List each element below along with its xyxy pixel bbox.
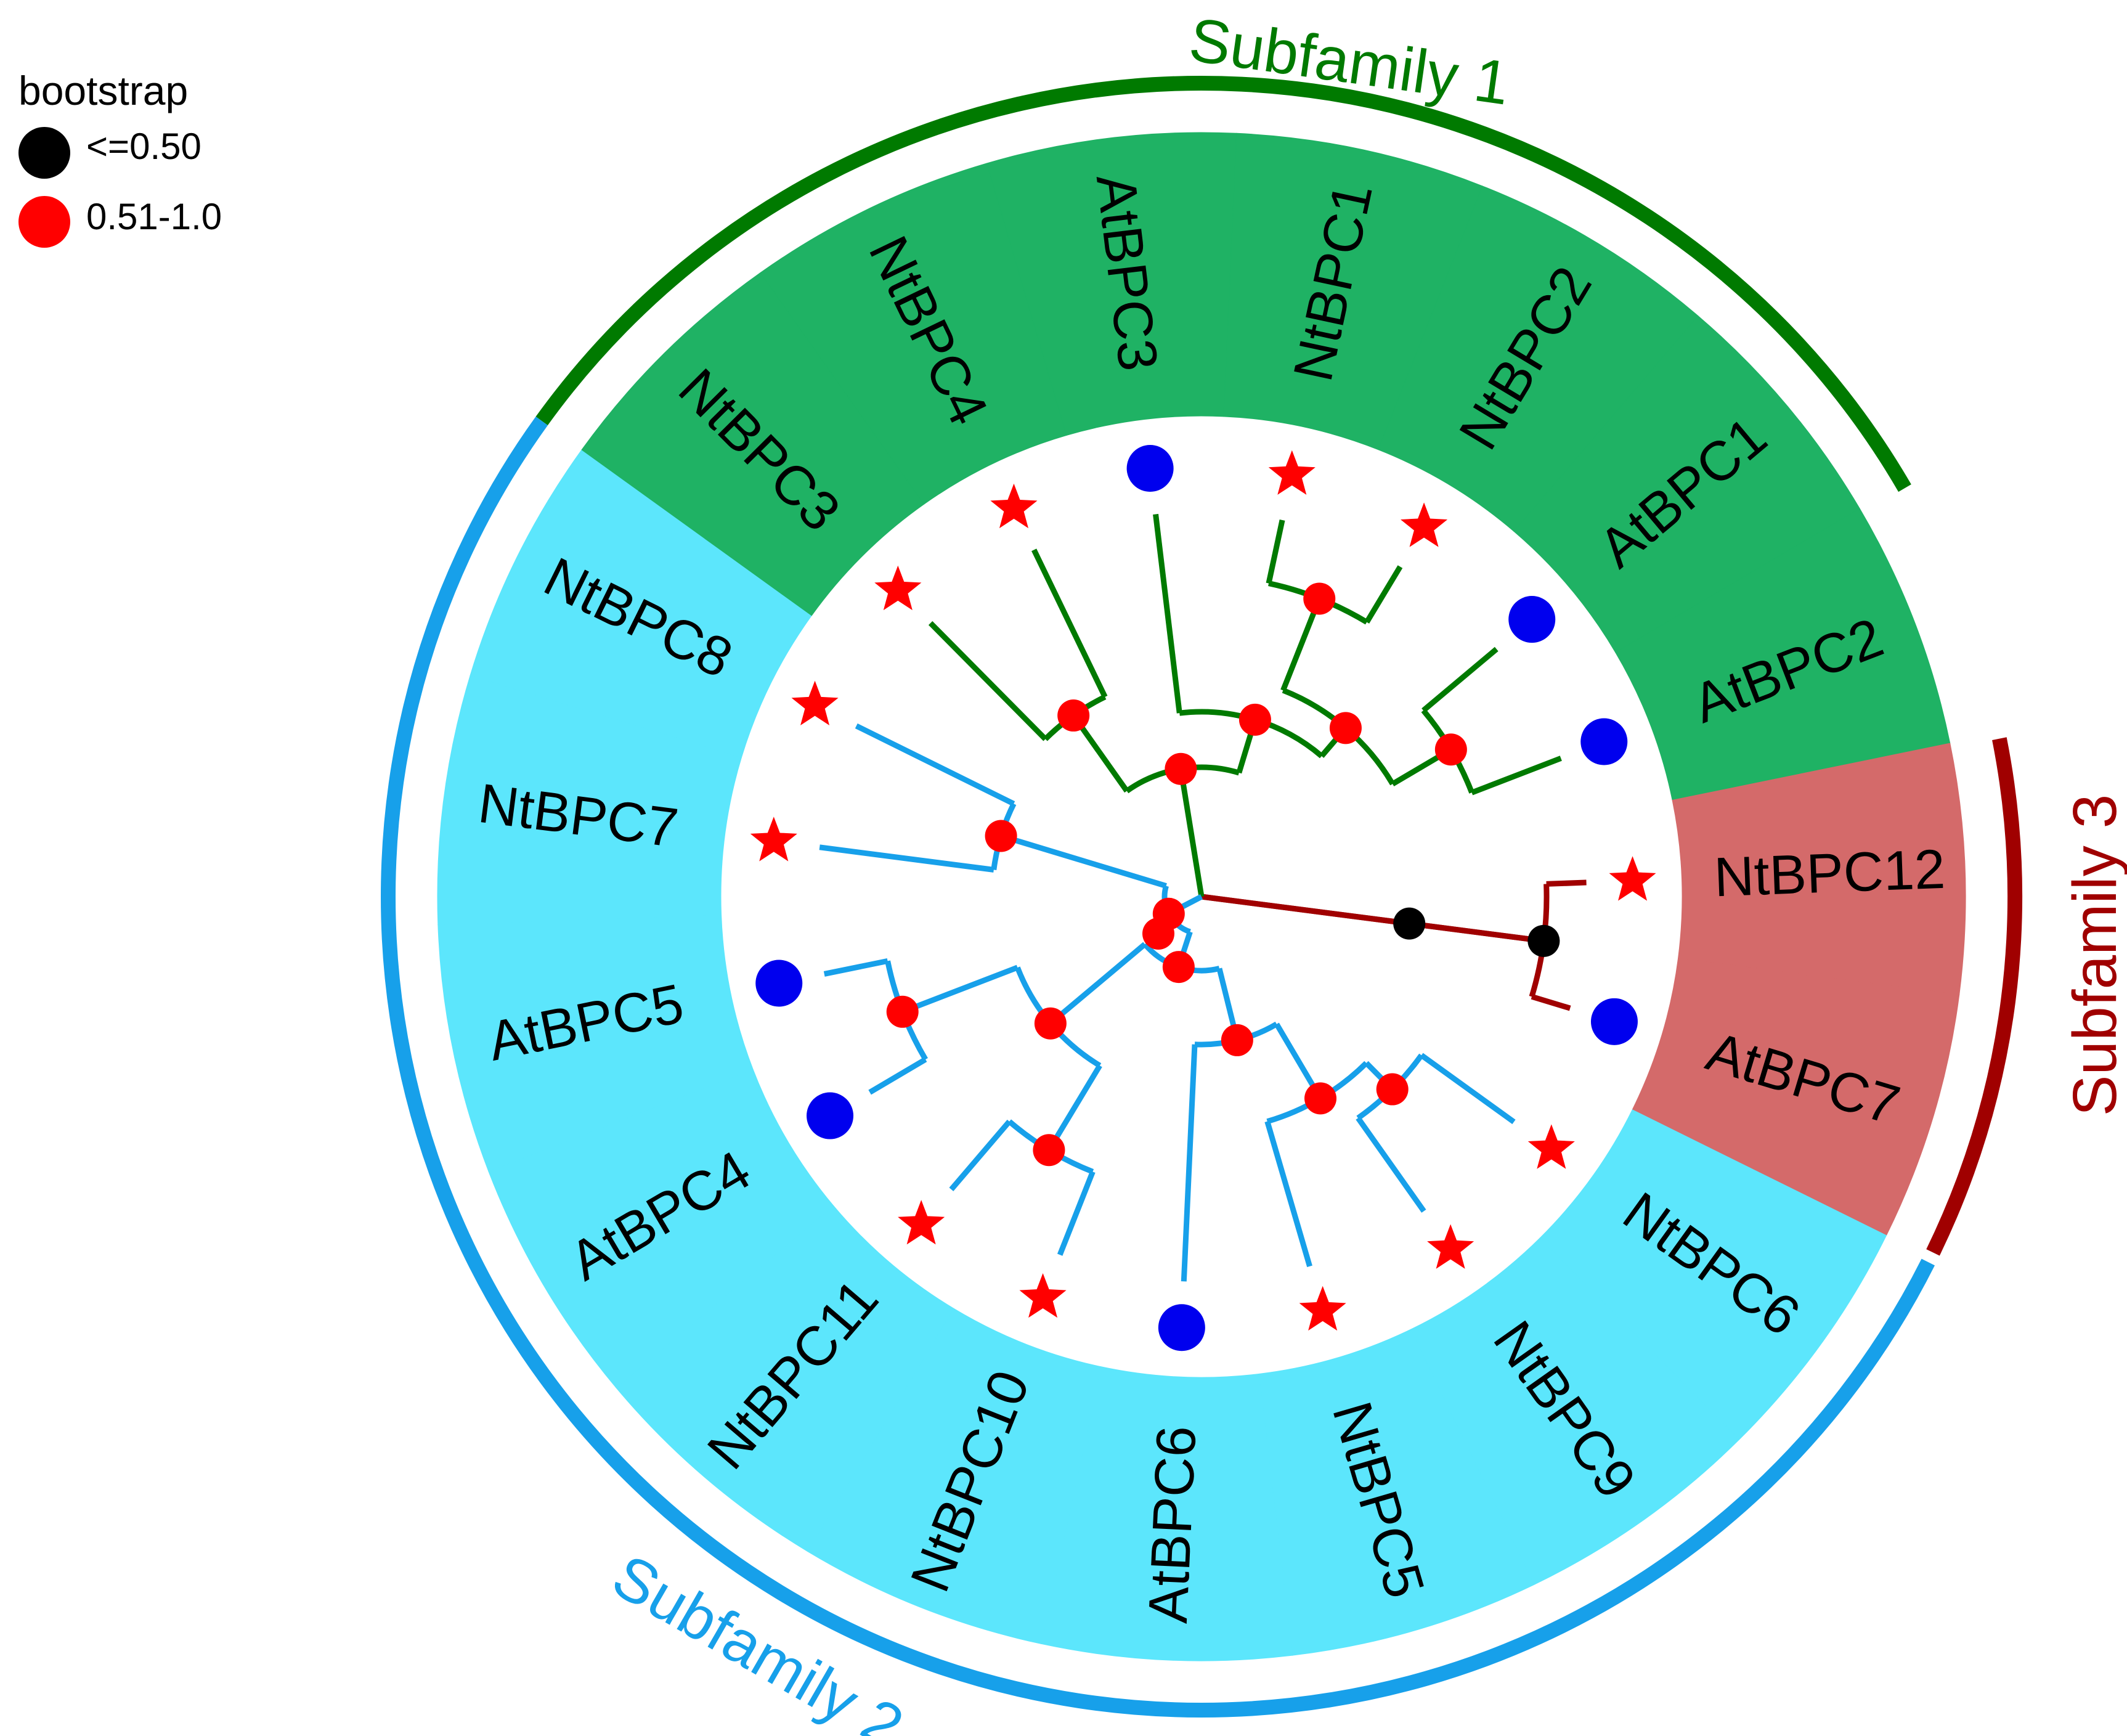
leaf-branch bbox=[823, 958, 889, 977]
subfamily-arc-1 bbox=[535, 76, 1911, 492]
branch bbox=[1177, 768, 1205, 897]
leaf-branch bbox=[1364, 565, 1403, 624]
leaf-branch bbox=[855, 723, 1015, 807]
bootstrap-legend: bootstrap <=0.50 0.51-1.0 bbox=[18, 68, 222, 248]
bootstrap-dot-5 bbox=[1238, 703, 1271, 736]
leaf-marker-circle bbox=[1126, 444, 1174, 492]
bootstrap-dot-2 bbox=[1303, 582, 1336, 615]
leaf-markers bbox=[750, 444, 1656, 1351]
leaf-marker-circle bbox=[1590, 998, 1638, 1045]
leaf-branch bbox=[868, 1057, 927, 1095]
bootstrap-dot-10 bbox=[1034, 1007, 1067, 1040]
leaf-branch bbox=[1264, 1120, 1312, 1268]
bootstrap-nodes bbox=[886, 582, 1560, 1167]
leaf-marker-star bbox=[750, 817, 797, 862]
leaf-label-ntbpc12: NtBPC12 bbox=[1713, 839, 1946, 909]
subfamily-arc-3 bbox=[1926, 737, 2022, 1256]
bootstrap-dot-8 bbox=[886, 995, 919, 1028]
leaf-marker-circle bbox=[1580, 718, 1628, 765]
leaf-marker-star bbox=[1019, 1273, 1067, 1318]
leaf-branch bbox=[819, 844, 994, 873]
legend-black-dot bbox=[18, 127, 70, 179]
bootstrap-dot-root bbox=[1142, 918, 1174, 950]
leaf-marker-star bbox=[1401, 502, 1448, 547]
branch bbox=[1201, 894, 1544, 944]
bootstrap-dot-7 bbox=[985, 820, 1017, 852]
branch bbox=[1280, 597, 1322, 691]
sector-ntbpc2 bbox=[1378, 185, 1699, 532]
leaf-branch bbox=[1546, 879, 1587, 887]
subfamily-sectors bbox=[437, 132, 1966, 1661]
leaf-branch bbox=[1153, 513, 1182, 714]
bootstrap-dot-13 bbox=[1221, 1024, 1253, 1056]
leaf-branch bbox=[1420, 1053, 1516, 1125]
leaf-branch bbox=[928, 621, 1047, 741]
leaf-marker-star bbox=[1609, 856, 1656, 901]
leaf-branch bbox=[1031, 548, 1108, 698]
bootstrap-dot-4 bbox=[1329, 712, 1362, 744]
leaf-marker-star bbox=[1527, 1124, 1575, 1169]
leaf-marker-star bbox=[1268, 450, 1316, 495]
leaf-branch bbox=[1057, 1170, 1096, 1256]
legend-red-dot bbox=[18, 196, 70, 248]
leaf-marker-star bbox=[791, 680, 839, 726]
bootstrap-dot-9 bbox=[1033, 1134, 1065, 1167]
subfamily-label-3: Subfamily 3 bbox=[2060, 794, 2127, 1116]
bootstrap-dot-1 bbox=[1057, 699, 1090, 732]
leaf-branch bbox=[1356, 1116, 1426, 1213]
leaf-label-atbpc6: AtBPC6 bbox=[1137, 1425, 1208, 1624]
leaf-marker-circle bbox=[1508, 596, 1556, 643]
leaf-marker-circle bbox=[807, 1092, 854, 1139]
legend-title: bootstrap bbox=[18, 68, 188, 113]
subfamily-arc-2 bbox=[381, 417, 1935, 1718]
branch bbox=[901, 964, 1019, 1014]
bootstrap-dot-0 bbox=[1527, 924, 1560, 957]
leaf-branch bbox=[1266, 519, 1285, 584]
bootstrap-dot-3 bbox=[1434, 733, 1467, 766]
branch bbox=[1000, 833, 1167, 889]
subfamily-arcs bbox=[381, 76, 2022, 1718]
leaf-marker-star bbox=[898, 1200, 945, 1245]
tree-branches bbox=[819, 513, 1587, 1282]
leaf-marker-circle bbox=[755, 960, 803, 1007]
bootstrap-dot-11 bbox=[1376, 1073, 1409, 1106]
bootstrap-dot-6 bbox=[1165, 752, 1197, 785]
bootstrap-dot-14 bbox=[1162, 951, 1195, 984]
leaf-marker-star bbox=[1427, 1224, 1474, 1269]
leaf-branch bbox=[949, 1119, 1012, 1191]
leaf-branch bbox=[1181, 1044, 1198, 1282]
branch bbox=[1046, 1064, 1102, 1152]
legend-label-low: <=0.50 bbox=[86, 126, 201, 167]
leaf-marker-star bbox=[990, 483, 1038, 529]
leaf-branch bbox=[1531, 993, 1571, 1011]
bootstrap-dot-12 bbox=[1304, 1082, 1337, 1115]
legend-label-high: 0.51-1.0 bbox=[86, 196, 222, 237]
leaf-marker-circle bbox=[1158, 1304, 1205, 1351]
leaf-branch bbox=[1471, 756, 1562, 796]
branch bbox=[1048, 942, 1147, 1026]
bootstrap-dot-black bbox=[1393, 907, 1426, 940]
leaf-marker-star bbox=[1299, 1286, 1346, 1331]
leaf-branch bbox=[1421, 646, 1499, 713]
leaf-marker-star bbox=[874, 565, 922, 611]
